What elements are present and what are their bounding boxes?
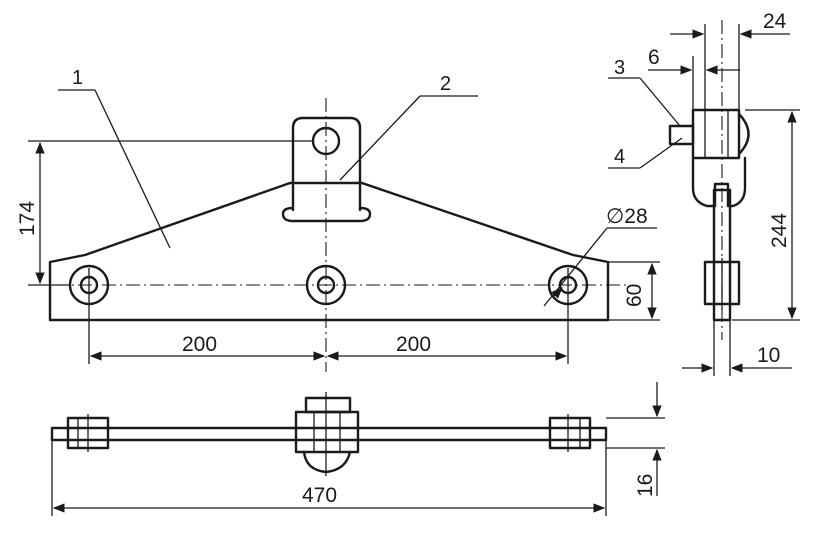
side-hook [691,156,747,208]
dia-label: ∅28 [606,205,648,228]
dim-60-label: 60 [623,284,646,307]
dim-6-label: 6 [648,46,660,69]
dim-16-label: 16 [634,474,657,497]
side-clevis-upper [691,108,741,160]
leader-3 [639,77,681,127]
dim-200-left-label: 200 [182,333,217,356]
side-pin-head [668,124,695,146]
top-clevis [294,410,360,454]
dim-24-label: 24 [763,10,787,33]
leader-4 [639,137,683,169]
label-2: 2 [440,73,451,95]
side-view: 24 6 244 10 3 4 [608,10,800,376]
dim-174-label: 174 [16,201,39,236]
top-bolt-right [548,416,592,450]
leader-2 [339,95,421,181]
top-clevis-cap [302,450,352,474]
top-clevis-head [304,396,352,414]
dim-10-label: 10 [757,344,780,367]
dim-244-label: 244 [768,213,791,248]
leader-1 [94,89,171,249]
dia-leader [543,227,608,307]
top-plate [50,426,608,442]
label-1: 1 [72,67,83,89]
front-view: 174 200 200 ∅28 60 1 2 [16,67,660,372]
label-3: 3 [614,57,625,79]
label-4: 4 [614,146,625,168]
side-clevis-round [737,112,750,156]
dim-200-right-label: 200 [396,333,431,356]
yoke-plate-outline [48,181,610,322]
top-view: 470 16 [50,382,665,516]
dim-470-label: 470 [302,484,337,507]
dia-arrow [551,287,563,299]
